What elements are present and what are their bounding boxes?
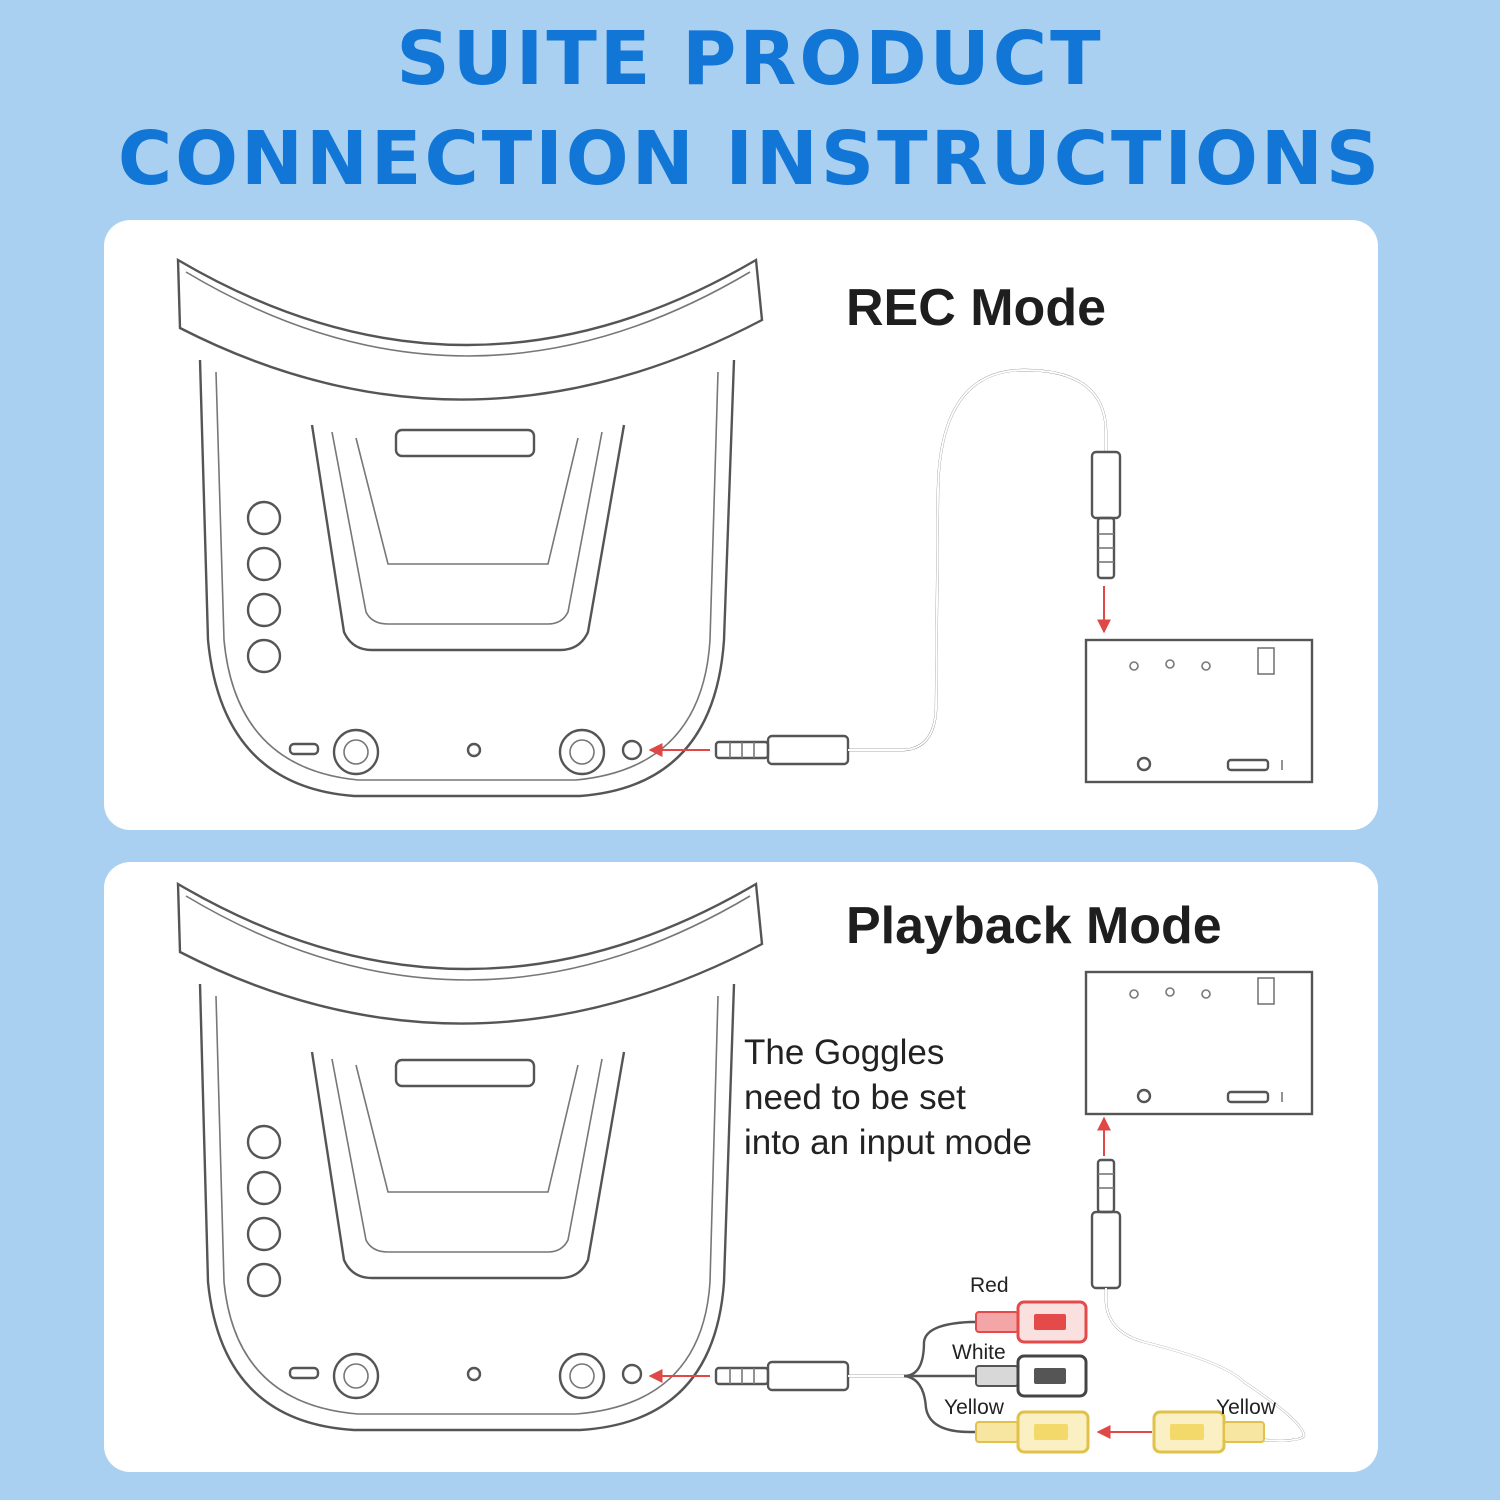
red-cable-label: Red bbox=[970, 1274, 1009, 1297]
rec-mode-panel: REC Mode bbox=[104, 220, 1378, 830]
page-title-line-1: SUITE PRODUCT bbox=[396, 16, 1104, 102]
goggles-illustration bbox=[176, 881, 764, 1432]
audio-cable bbox=[848, 368, 1108, 752]
audio-jack-plug-icon bbox=[1090, 1158, 1122, 1290]
dvr-recorder-box bbox=[1084, 970, 1314, 1116]
white-cable-label: White bbox=[952, 1341, 1006, 1364]
playback-mode-diagram bbox=[176, 881, 1314, 1454]
playback-mode-label: Playback Mode bbox=[846, 897, 1222, 955]
note-line: need to be set bbox=[744, 1078, 966, 1117]
rec-mode-label: REC Mode bbox=[846, 279, 1106, 337]
note-line: The Goggles bbox=[744, 1033, 945, 1072]
audio-jack-plug-icon bbox=[1090, 450, 1122, 580]
note-line: into an input mode bbox=[744, 1123, 1032, 1162]
side-button-icon bbox=[246, 500, 282, 674]
input-mode-note: The Goggles need to be set into an input… bbox=[744, 1030, 1032, 1165]
dvr-recorder-box bbox=[1084, 638, 1314, 784]
page-title-line-2: CONNECTION INSTRUCTIONS bbox=[117, 116, 1383, 202]
audio-jack-plug-icon bbox=[714, 1360, 850, 1392]
rca-white-connector bbox=[975, 1354, 1088, 1398]
side-button-icon bbox=[246, 1124, 282, 1298]
audio-jack-plug-icon bbox=[714, 734, 850, 766]
rca-splitter-cable bbox=[848, 1320, 976, 1434]
yellow-cable-label-left: Yellow bbox=[944, 1396, 1004, 1419]
rca-yellow-connector bbox=[1152, 1410, 1265, 1454]
rca-yellow-connector bbox=[975, 1410, 1090, 1454]
yellow-cable-label-right: Yellow bbox=[1216, 1396, 1276, 1419]
rec-mode-diagram bbox=[176, 257, 1314, 798]
goggles-illustration bbox=[176, 257, 764, 798]
rca-red-connector bbox=[975, 1300, 1088, 1344]
playback-mode-panel: Playback Mode The Goggles need to be set… bbox=[104, 862, 1378, 1472]
